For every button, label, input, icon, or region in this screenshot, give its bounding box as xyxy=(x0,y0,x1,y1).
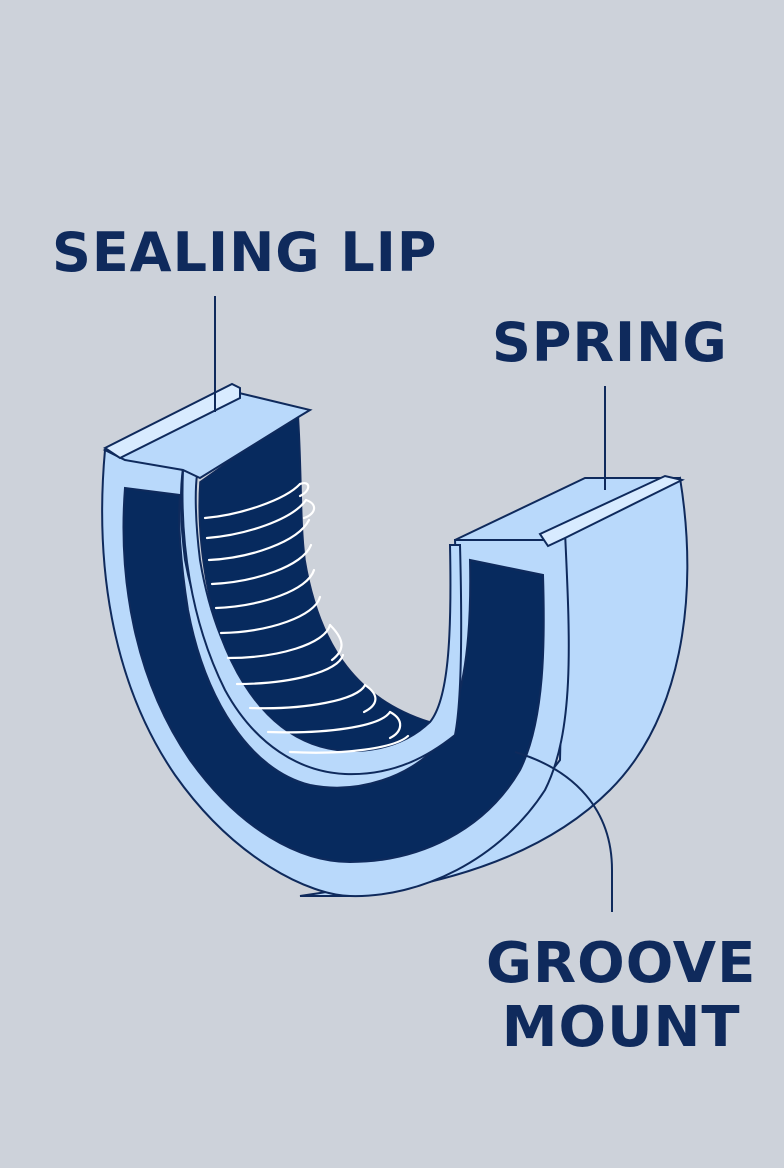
spring-coil xyxy=(203,482,410,754)
groove-mount-label-line1: GROOVE xyxy=(486,931,757,996)
groove-mount-leader-line xyxy=(514,751,613,912)
seal-dark-band xyxy=(122,486,545,864)
spring-side-ridge xyxy=(538,474,685,548)
groove-mount-label-line2: MOUNT xyxy=(501,995,741,1061)
sealing-lip-label: SEALING LIP xyxy=(52,221,438,284)
sealing-lip-ridge xyxy=(103,382,241,460)
spring-label: SPRING xyxy=(492,311,728,374)
seal-left-top-face xyxy=(102,390,313,480)
groove-mount-label: GROOVE MOUNT xyxy=(486,931,757,1061)
